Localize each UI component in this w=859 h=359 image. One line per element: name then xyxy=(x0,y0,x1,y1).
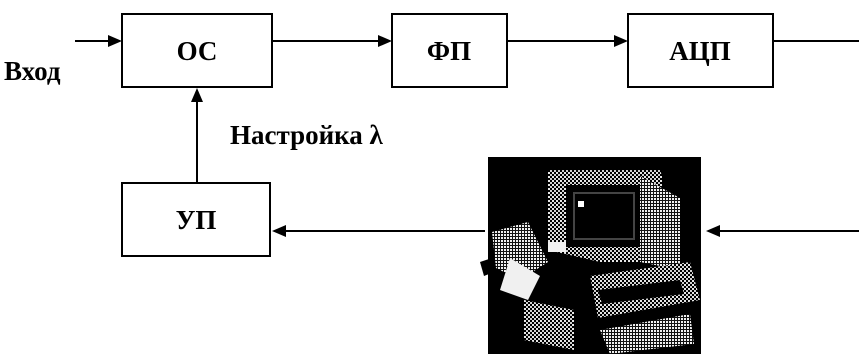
block-adc xyxy=(627,13,774,88)
block-fp-label: ФП xyxy=(427,36,471,66)
input-arrowhead xyxy=(108,35,122,47)
block-up-label: УП xyxy=(176,205,217,235)
computer-icon xyxy=(480,157,701,354)
right-input-arrowhead xyxy=(706,225,720,237)
fp-to-adc-arrowhead xyxy=(614,35,628,47)
input-label: Вход xyxy=(4,56,61,86)
block-fp xyxy=(391,13,508,88)
computer-to-up-arrowhead xyxy=(272,225,286,237)
tuning-label: Настройка λ xyxy=(230,120,384,150)
block-up xyxy=(121,182,271,257)
os-to-fp-arrowhead xyxy=(378,35,392,47)
up-to-os-arrowhead xyxy=(191,88,203,102)
block-os-label: ОС xyxy=(177,36,218,66)
block-adc-label: АЦП xyxy=(669,36,731,66)
block-os xyxy=(121,13,273,88)
